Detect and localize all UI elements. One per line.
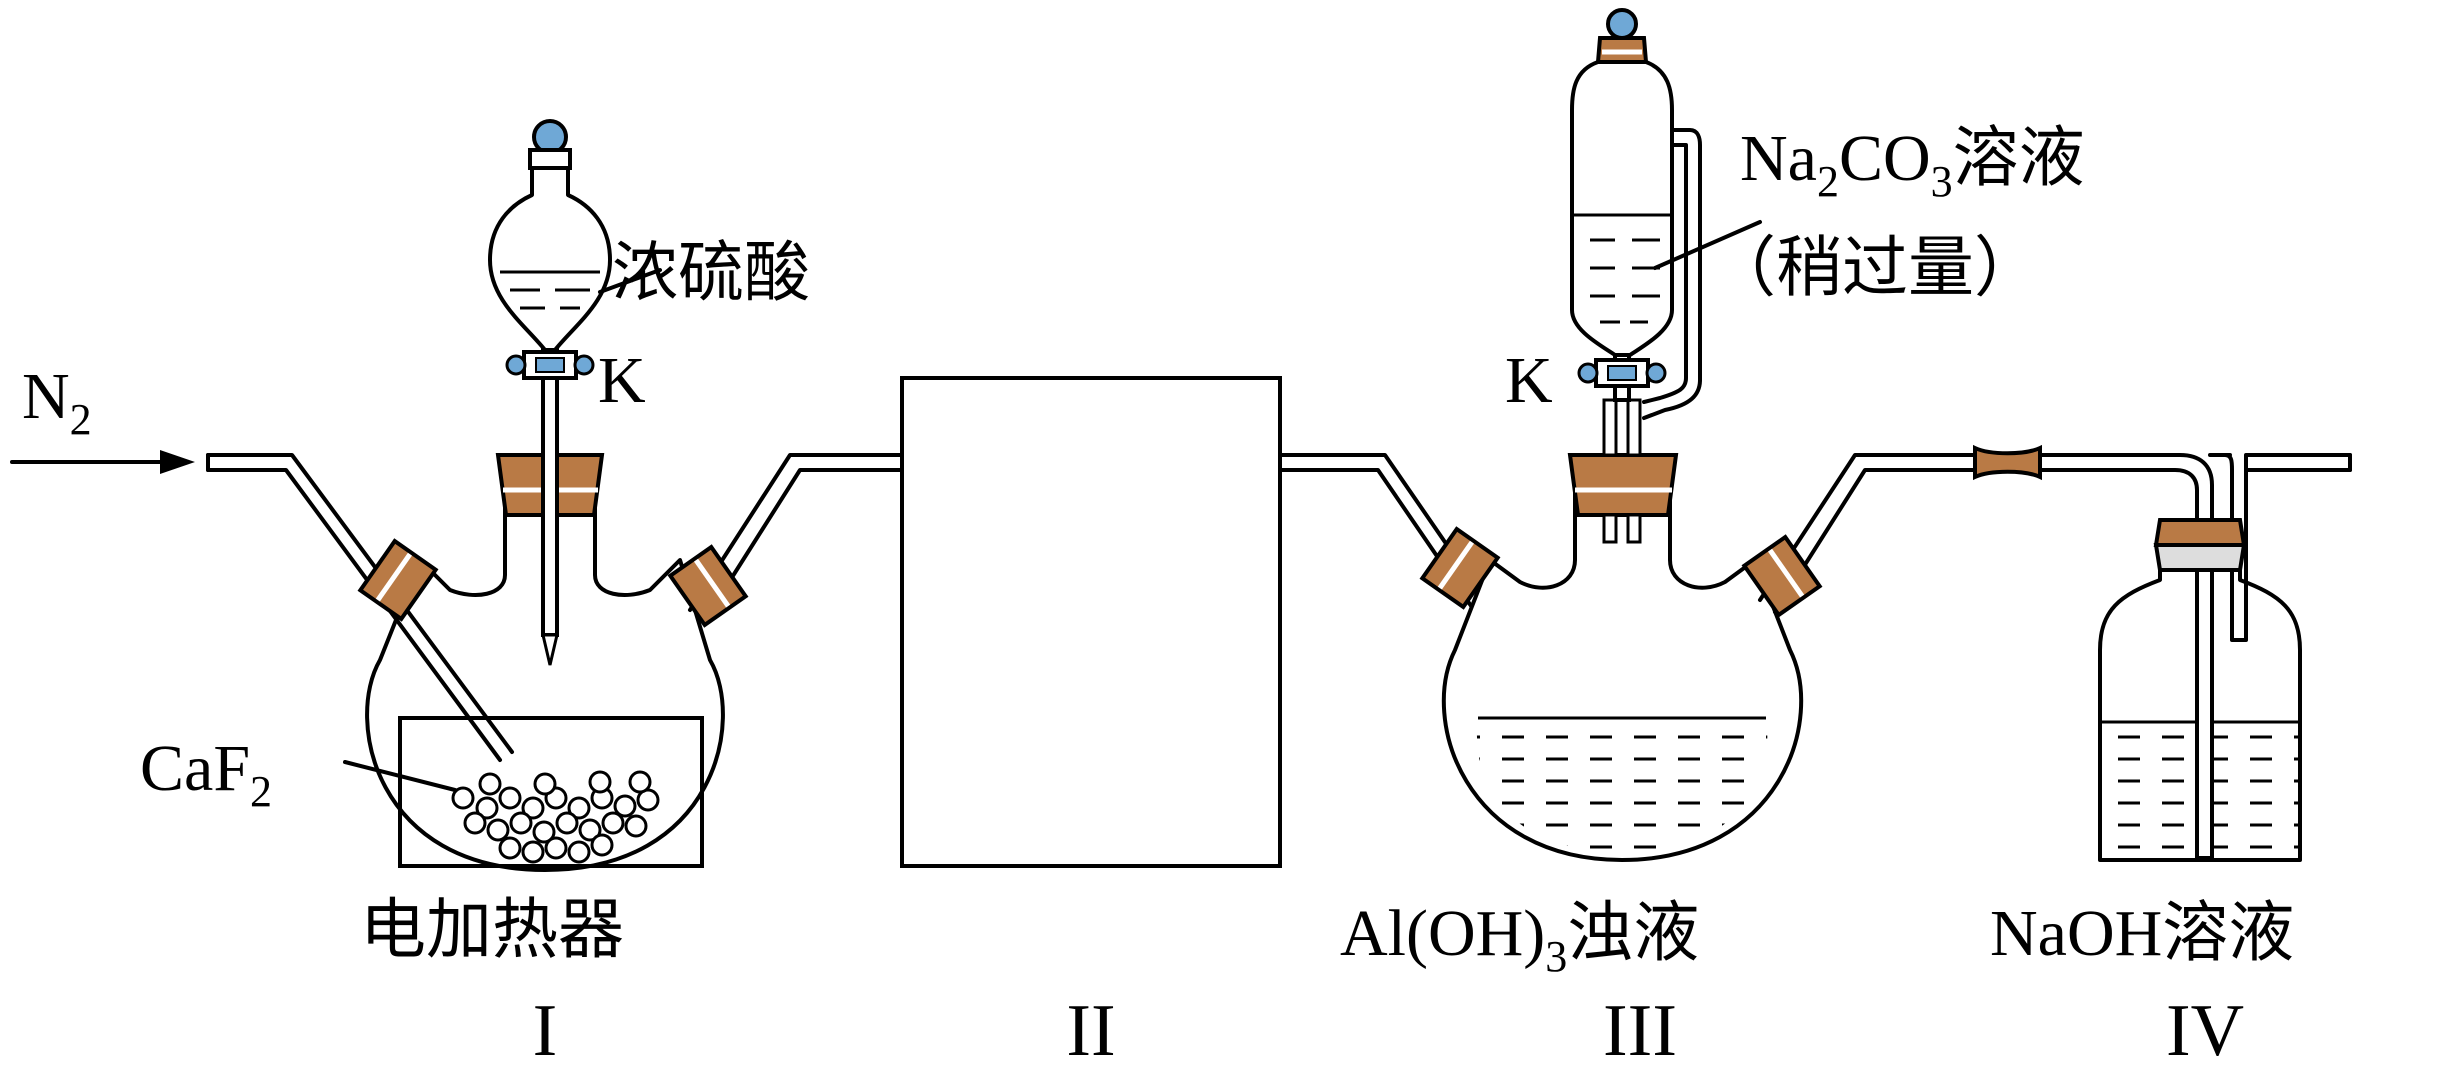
cork-center-iii xyxy=(1567,398,1679,544)
unit-label-iv: IV xyxy=(2166,990,2244,1072)
n2-arrow xyxy=(10,450,195,474)
outlet-tube-iv xyxy=(2208,453,2352,642)
valve-k2-label: K xyxy=(1505,344,1553,417)
naoh-label: NaOH溶液 xyxy=(1990,897,2294,970)
leader-na2co3 xyxy=(1653,220,1762,270)
unit-label-iii: III xyxy=(1603,990,1677,1072)
cork-iv xyxy=(2153,518,2247,572)
leader-caf2 xyxy=(343,760,457,792)
unit-ii-box xyxy=(900,376,1282,868)
apparatus-ii: II xyxy=(900,376,1282,1072)
outlet-tube-i xyxy=(688,453,904,622)
aloh3-suspension xyxy=(1476,716,1768,852)
heater-label: 电加热器 xyxy=(360,894,624,967)
cork-right-i xyxy=(667,544,749,628)
leader-conc-h2so4 xyxy=(598,268,662,294)
unit-label-ii: II xyxy=(1066,990,1115,1072)
apparatus-i: N2 浓硫酸 K CaF2 电加热器 I xyxy=(10,119,904,1072)
excess-label: （稍过量） xyxy=(1710,232,2040,305)
cork-right-iii xyxy=(1741,534,1823,618)
n2-label: N2 xyxy=(22,360,92,444)
valve-k1-label: K xyxy=(598,344,646,417)
apparatus-iv: NaOH溶液 IV xyxy=(1990,453,2352,1072)
apparatus-iii: Na2CO3溶液 （稍过量） K Al(OH)3浊液 III xyxy=(1278,8,2085,1072)
inlet-tube-iv xyxy=(2038,453,2214,860)
conc-h2so4-label: 浓硫酸 xyxy=(612,237,810,310)
na2co3-label: Na2CO3溶液 xyxy=(1740,122,2085,206)
cork-left-i xyxy=(357,538,439,622)
aloh3-label: Al(OH)3浊液 xyxy=(1340,897,1699,981)
caf2-label: CaF2 xyxy=(140,732,272,816)
dropping-funnel-iii xyxy=(1570,8,1702,420)
electric-heater xyxy=(398,716,704,868)
caf2-particles xyxy=(451,770,660,864)
separatory-funnel-i xyxy=(488,119,612,666)
inlet-tube-i xyxy=(206,453,514,762)
rubber-connector xyxy=(1973,444,2042,481)
cork-left-iii xyxy=(1419,526,1501,610)
unit-label-i: I xyxy=(533,990,558,1072)
